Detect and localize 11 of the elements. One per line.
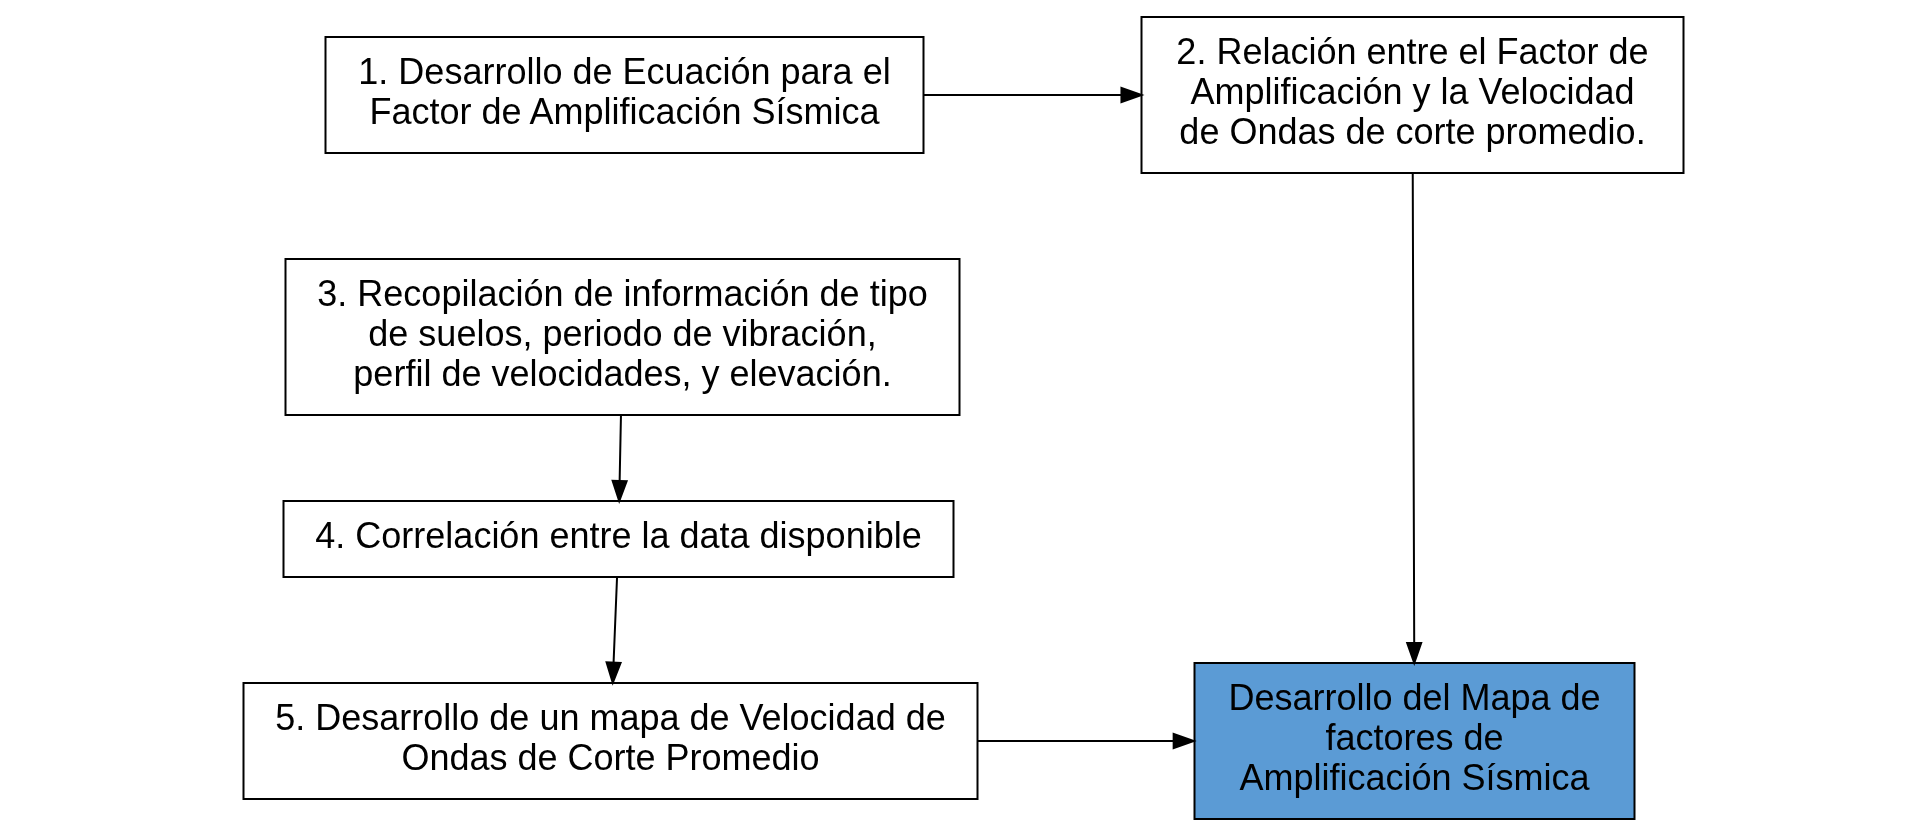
node-box: 5. Desarrollo de un mapa de Velocidad de Ondas de Corte Promedio — [242, 681, 978, 800]
node-box: Desarrollo del Mapa de factores de Amplificación Sísmica — [1193, 661, 1635, 820]
arrow — [610, 414, 628, 504]
node-box: 1. Desarrollo de Ecuación para el Factor de Amplificación Sísmica — [324, 35, 924, 154]
arrow — [1405, 171, 1423, 666]
node-box: 4. Correlación entre la data disponible — [282, 499, 954, 578]
arrow — [922, 86, 1144, 103]
node-box: 3. Recopilación de información de tipo de suelos, periodo de vibración, perfil de velocidades, y elevación. — [284, 257, 960, 416]
node-box: 2. Relación entre el Factor de Amplificación y la Velocidad de Ondas de corte promedio. — [1140, 15, 1684, 174]
arrow — [976, 732, 1197, 749]
arrow — [604, 575, 622, 686]
